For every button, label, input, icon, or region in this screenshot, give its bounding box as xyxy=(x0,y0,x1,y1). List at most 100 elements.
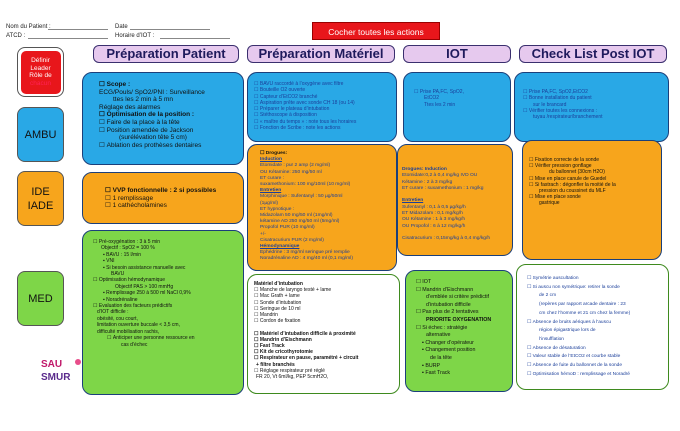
svg-text:SMUR: SMUR xyxy=(41,372,71,383)
iot-subitem: Fast Track xyxy=(416,370,512,378)
mat-difficile-item[interactable]: Matériel d’intubation difficile à proxim… xyxy=(254,331,399,337)
materiel-item[interactable]: BAVU raccordé à l’oxygène avec filtre xyxy=(254,81,396,87)
patient-name-line[interactable] xyxy=(48,29,108,30)
predictive-cont: difficulté mobilisation rachis, xyxy=(97,328,160,335)
horaire-iot-line[interactable] xyxy=(160,38,230,39)
predictive-cont: obésité, cou court, xyxy=(97,315,138,322)
hemodyn-item[interactable]: Optimisation hémodynamique xyxy=(93,277,243,283)
checklist-item[interactable]: Vérifier pression gonflage xyxy=(529,163,661,169)
iot-item[interactable]: IOT xyxy=(416,279,512,287)
materiel-item[interactable]: Stéthoscope à disposition xyxy=(254,112,396,118)
checklist-item[interactable]: Optimisation hémoD : remplissage et Nora… xyxy=(527,371,668,380)
iot-drug-line: OU Propofol : 6 à 12 mg/kg/h xyxy=(402,223,466,229)
med-materiel-list: Matériel d’intubation Manche de laryngo … xyxy=(254,281,399,380)
position-detail-3: (surélévation tête 5 cm) xyxy=(119,134,187,142)
ressource-item[interactable]: Anticiper une personne ressource en xyxy=(93,335,243,341)
mat-item[interactable]: Seringue de 10 ml xyxy=(254,306,399,312)
ambu-materiel-box: BAVU raccordé à l’oxygène avec filtre Bo… xyxy=(247,72,397,142)
ambu-patient-box: Scope : ECG/Pouls/ SpO2/PNI : Surveillan… xyxy=(82,72,244,165)
leader-box-text: Définir Leader Rôle de chacun xyxy=(20,50,61,94)
ambu-checklist-list: Prise PA,FC, SpO2,EtCO2 Bonne installati… xyxy=(523,89,668,120)
ide-patient-list: VVP fonctionnelle : 2 si possibles 1 rem… xyxy=(105,187,243,210)
med-patient-list: Pré-oxygénation : 3 à 5 min Objectif : S… xyxy=(93,239,243,348)
scope-item[interactable]: Scope : xyxy=(95,81,243,89)
mat-item[interactable]: Cordon de fixation xyxy=(254,318,399,324)
role-ambu: AMBU xyxy=(17,107,64,162)
mat-item[interactable]: Manche de laryngo testé + lame xyxy=(254,287,399,293)
iot-item[interactable]: Si échec : stratégie xyxy=(416,325,512,333)
drug-line: (1µg/ml) xyxy=(260,200,279,206)
header-checklist: Check List Post IOT xyxy=(519,45,667,63)
checklist-item-cont: pression du coussinet du MLF xyxy=(539,188,606,195)
alarm-setting: Réglage des alarmes xyxy=(99,103,161,111)
iot-drug-line: ET curare : suxamethonium : 1 mg/kg xyxy=(402,185,484,191)
mat-item[interactable]: Fast Track xyxy=(254,343,399,349)
checklist-item[interactable]: Symétrie auscultation xyxy=(527,275,668,284)
ide-patient-box: VVP fonctionnelle : 2 si possibles 1 rem… xyxy=(82,172,244,224)
preox-item[interactable]: Pré-oxygénation : 3 à 5 min xyxy=(93,239,243,245)
med-iot-list: IOT Mandrin d’Eischmann d’emblée si crit… xyxy=(416,279,512,378)
checklist-item-cont: l’insufflation xyxy=(539,336,564,342)
assist-item-cont: BAVU xyxy=(111,271,125,278)
date-label: Date xyxy=(115,24,128,30)
materiel-item[interactable]: « maître du temps » : note tous les hora… xyxy=(254,119,396,125)
iot-subitem: Changement position xyxy=(416,347,512,355)
iot-item[interactable]: Prise PA,FC, SpO2, xyxy=(414,89,510,95)
checklist-item-cont: tuyau /respirateur/branchement xyxy=(533,114,603,121)
checklist-item[interactable]: Absence de désaturation xyxy=(527,345,668,354)
ide-checklist-box: Fixation correcte de la sonde Vérifier p… xyxy=(522,140,662,260)
mat-item[interactable]: Sonde d’intubation xyxy=(254,300,399,306)
checklist-item[interactable]: Absence de fuite du ballonnet de la sond… xyxy=(527,362,668,371)
header-prep-materiel: Préparation Matériel xyxy=(247,45,395,63)
iot-item-cont: d’intubation difficile xyxy=(426,301,471,308)
mat-item[interactable]: Mandrin d’Eischmann xyxy=(254,337,399,343)
position-detail-2[interactable]: Position amendée de Jackson xyxy=(95,127,243,135)
materiel-item[interactable]: Préparer le plateau d’intubation xyxy=(254,106,396,112)
materiel-item[interactable]: Aspiration prête avec sonde CH 18 (ou 14… xyxy=(254,100,396,106)
drogues-title[interactable]: Drogues: xyxy=(260,151,396,157)
iot-drug-line: Etomidate:0,2 à 0,4 mg/kg IVD OU xyxy=(402,173,478,179)
materiel-item[interactable]: Fonction de Scribe : note les actions xyxy=(254,125,396,131)
reglage-item[interactable]: Réglage respirateur pré réglé xyxy=(254,368,399,374)
checklist-item[interactable]: Mise en place sonde xyxy=(529,194,661,200)
remplissage-item[interactable]: 1 remplissage xyxy=(105,195,243,203)
iot-item[interactable]: Mandrin d’Eischmann xyxy=(416,287,512,295)
checklist-item-cont: de 2 cm xyxy=(539,293,557,299)
drug-line: Midazolam 50 mg/50 ml (1mg/ml) xyxy=(260,213,333,219)
horaire-iot-label: Horaire d’IOT : xyxy=(115,33,155,39)
role-med: MED xyxy=(17,271,64,326)
checklist-item[interactable]: Prise PA,FC, SpO2,EtCO2 xyxy=(523,89,668,95)
med-patient-box: Pré-oxygénation : 3 à 5 min Objectif : S… xyxy=(82,230,244,395)
materiel-item[interactable]: Bouteille O2 ouverte xyxy=(254,87,396,93)
checklist-item[interactable]: Fixation correcte de la sonde xyxy=(529,157,661,163)
iot-item-cont: Ttes les 2 min xyxy=(424,101,456,108)
iot-item-cont: d’emblée si critère prédictif xyxy=(426,294,489,301)
checklist-item[interactable]: Si auscu non symétrique: retirer la sond… xyxy=(527,284,668,293)
predictive-cont: d’IOT difficile : xyxy=(97,309,129,316)
checklist-item[interactable]: Valeur stable de l’EtCO2 et courbe stabl… xyxy=(527,353,668,362)
respirateur-cont: + filtre branchés xyxy=(256,361,295,368)
position-item[interactable]: Optimisation de la position : xyxy=(95,111,243,119)
checklist-item[interactable]: Mise en place canule de Guedel xyxy=(529,176,661,182)
prothese-item[interactable]: Ablation des prothèses dentaires xyxy=(95,142,243,150)
checklist-item[interactable]: Bonne installation du patient xyxy=(523,95,668,101)
drug-line: Propofol PUR (10 mg/ml) xyxy=(260,225,315,231)
materiel-item[interactable]: Capteur d’EtCO2 branché xyxy=(254,94,396,100)
checklist-item[interactable]: Vérifier toutes les connexions : xyxy=(523,108,668,114)
vvp-item[interactable]: VVP fonctionnelle : 2 si possibles xyxy=(105,187,243,195)
position-detail-1[interactable]: Faire de la place à la tête xyxy=(95,119,243,127)
date-line[interactable] xyxy=(130,29,210,30)
mat-item[interactable]: Kit de cricothyrotomie xyxy=(254,349,399,355)
predictive-item[interactable]: Evaluation des facteurs prédictifs xyxy=(93,303,243,309)
iot-drug-line: ET Midazolam : 0,1 mg/kg/h xyxy=(402,211,463,217)
svg-text:SAU: SAU xyxy=(41,359,62,370)
checklist-item[interactable]: Si fastrach : dégonfler la moitié de la xyxy=(529,182,661,188)
mat-item[interactable]: Mandrin xyxy=(254,312,399,318)
checklist-item[interactable]: Absence de bruits aériques à l’auscu xyxy=(527,319,668,328)
mat-item[interactable]: Mac Grath + lame xyxy=(254,293,399,299)
catecholamine-item[interactable]: 1 cathécholamines xyxy=(105,202,243,210)
iot-drug-line: OU Kétamine : 1 à 3 mg/kg/h xyxy=(402,217,466,223)
respirateur-item[interactable]: Respirateur en pause, paramétré + circui… xyxy=(254,355,399,361)
iot-item[interactable]: Pas plus de 2 tentatives xyxy=(416,309,512,317)
atcd-line[interactable] xyxy=(28,38,108,39)
